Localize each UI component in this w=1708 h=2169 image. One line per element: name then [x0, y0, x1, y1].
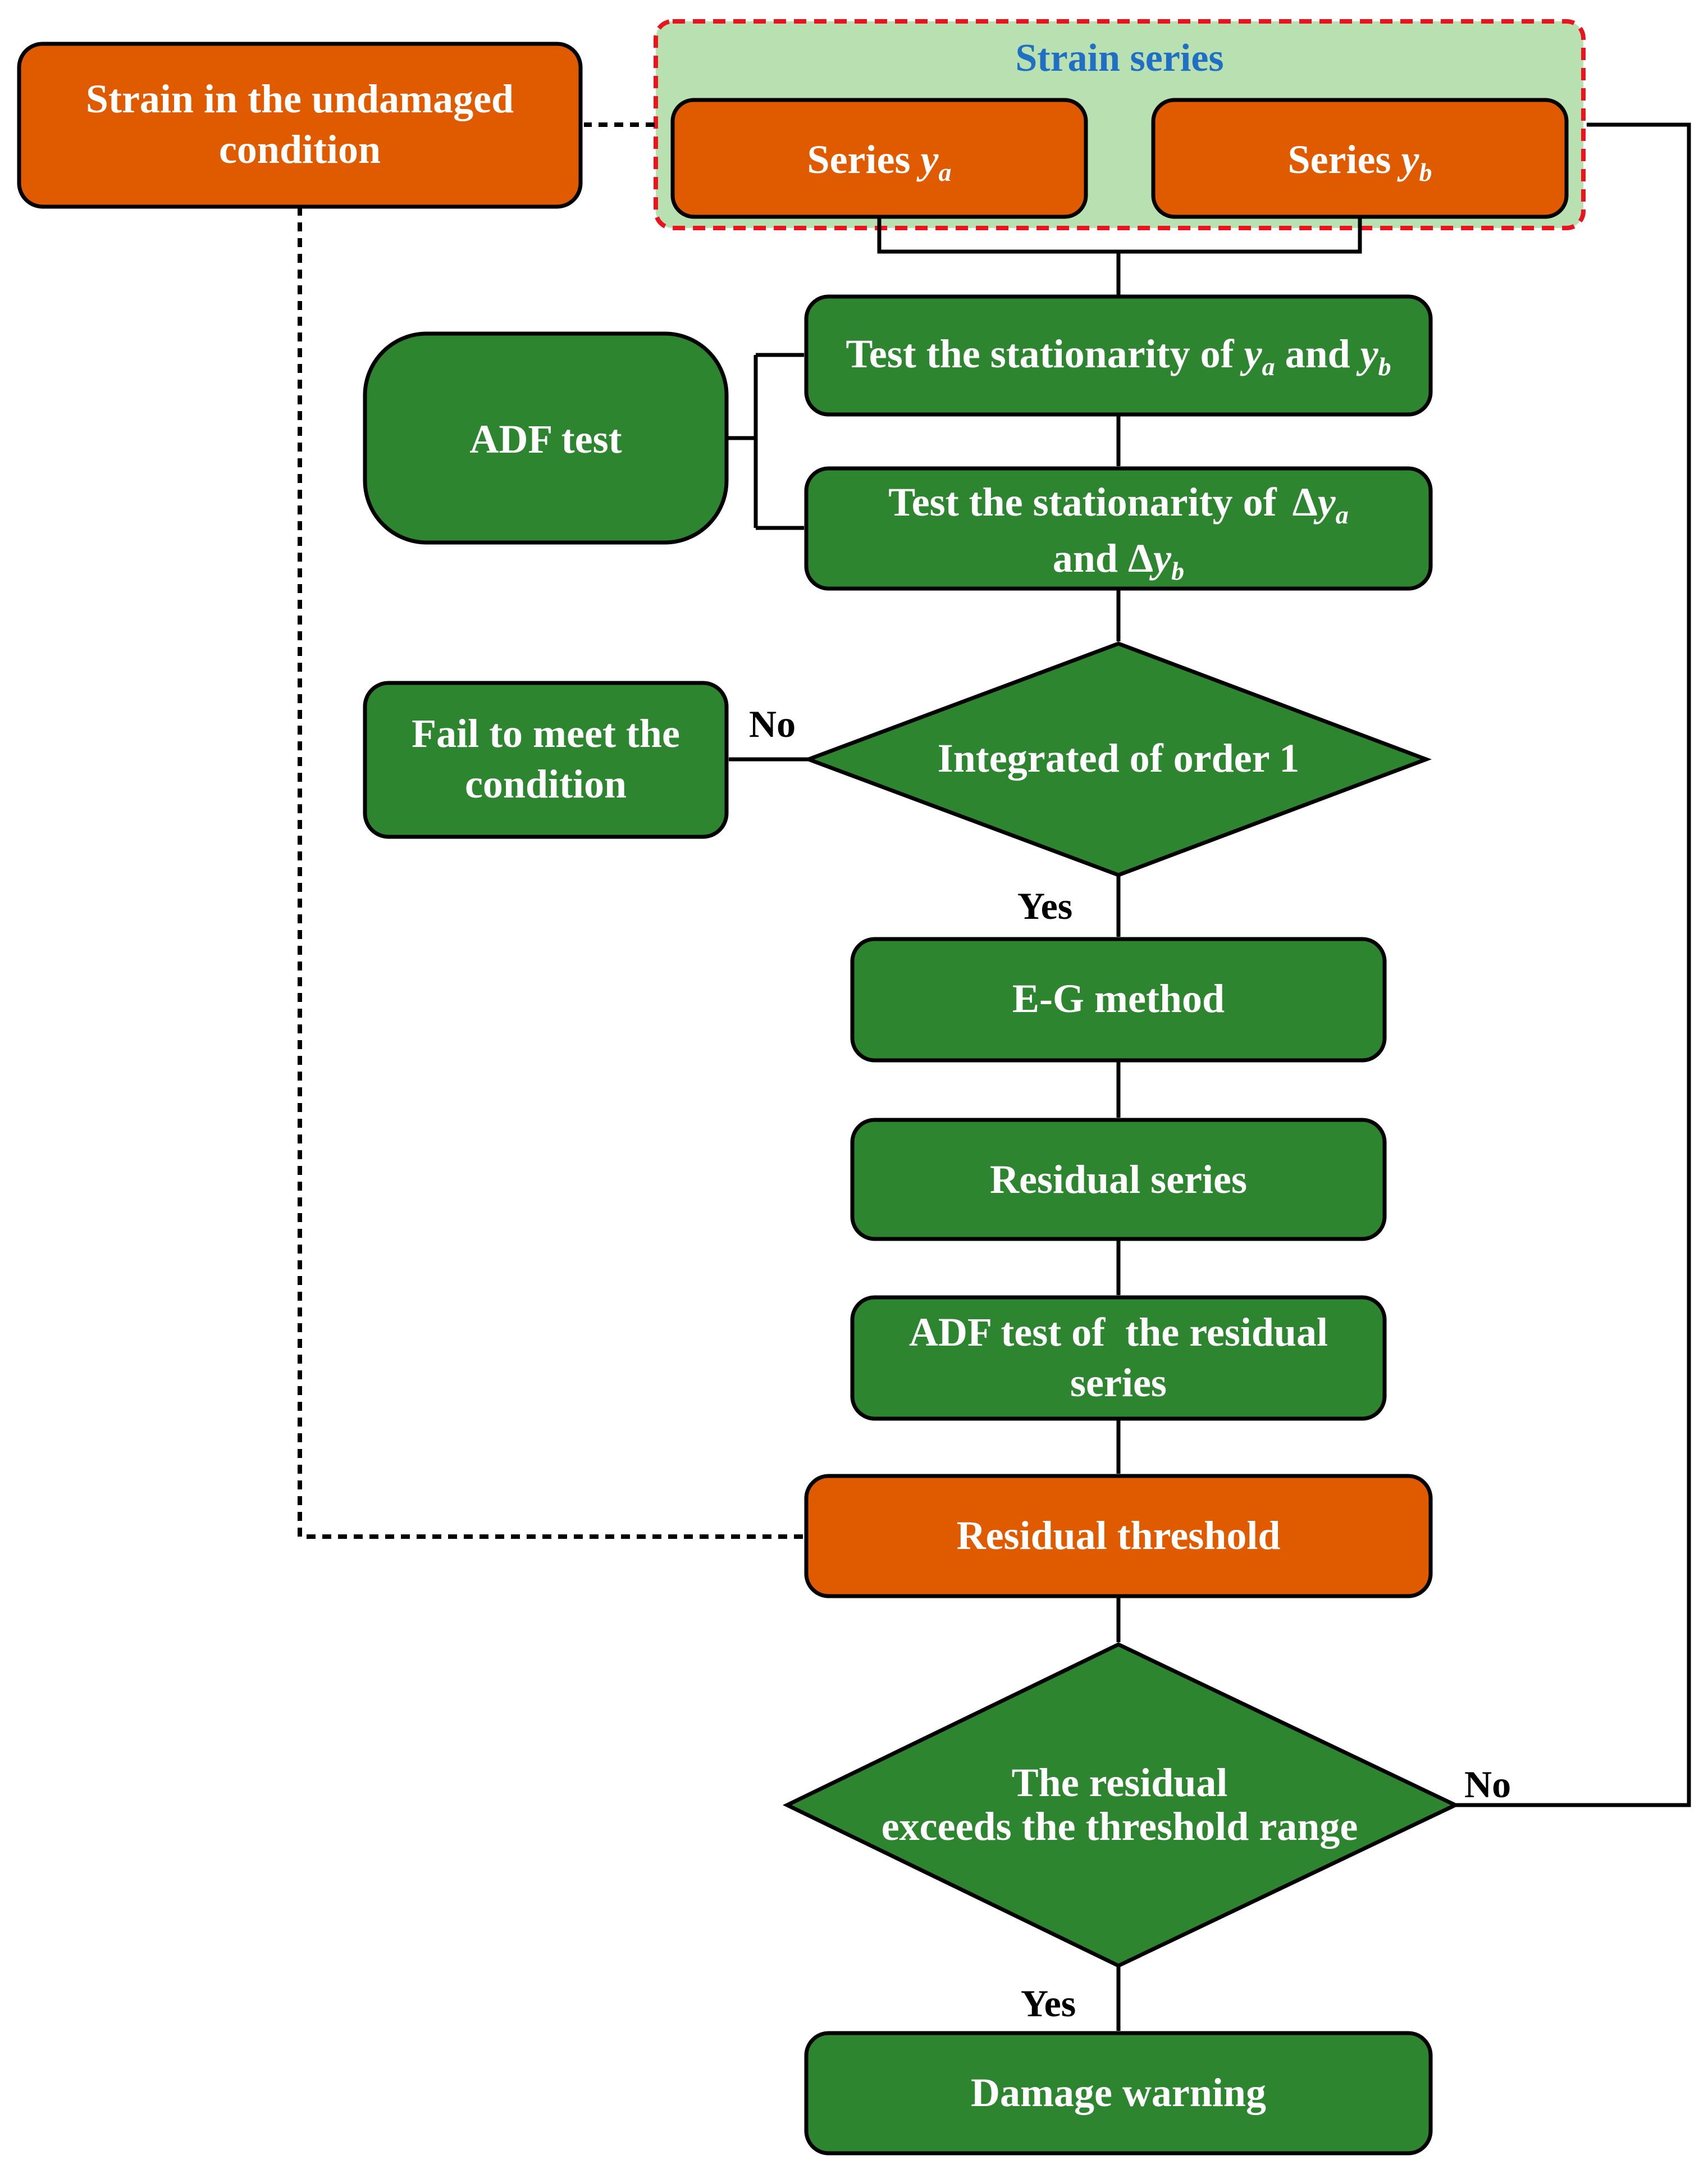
- damage-warning-label: Damage warning: [971, 2070, 1266, 2115]
- test-diff-label-line1: Test the stationarity of Δya: [888, 480, 1348, 529]
- edge-exceeds-feedback: [1455, 122, 1691, 1807]
- series-ya-label: Series ya: [807, 137, 952, 186]
- edge-label-yes-2: Yes: [1021, 1982, 1076, 2025]
- residual-series-label: Residual series: [990, 1157, 1247, 1202]
- edge-label-yes-1: Yes: [1017, 885, 1072, 927]
- damage-warning-node: [804, 2031, 1433, 2156]
- strain-undamaged-node: [17, 42, 583, 209]
- test-diff-label-line2: and Δyb: [1053, 536, 1184, 585]
- edge-undamaged-to-threshold: [298, 207, 803, 1539]
- strain-series-title: Strain series: [1015, 37, 1223, 80]
- eg-method-label: E-G method: [1012, 976, 1225, 1021]
- adf-test-label: ADF test: [469, 417, 622, 462]
- edge-label-no-1: No: [749, 703, 796, 745]
- edge-label-no-2: No: [1464, 1763, 1511, 1806]
- residual-threshold-label: Residual threshold: [957, 1513, 1281, 1558]
- edge-adf-branch: [727, 355, 758, 440]
- fail-node: [363, 681, 729, 839]
- series-yb-label: Series yb: [1288, 137, 1432, 186]
- test-stationarity-label: Test the stationarity of ya and yb: [846, 331, 1391, 381]
- integrated-label: Integrated of order 1: [938, 736, 1300, 781]
